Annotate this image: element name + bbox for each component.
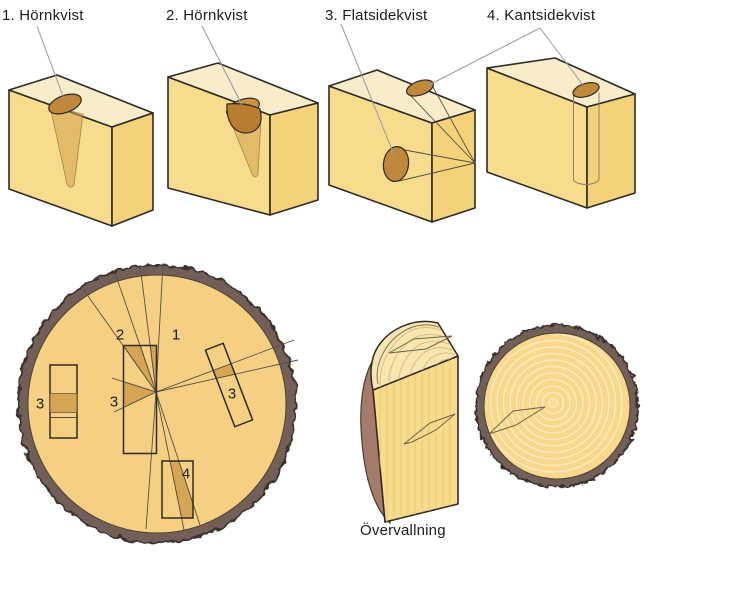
log-cross-section — [17, 262, 299, 544]
block-1-hornkvist — [8, 74, 154, 227]
block-1-side-face — [111, 112, 154, 227]
center-board-outline — [122, 344, 158, 455]
log-number-4: 4 — [181, 465, 191, 483]
leader-line-2 — [201, 25, 243, 106]
slab-front-knot-lens — [403, 413, 456, 445]
log-number-2: 2 — [115, 326, 125, 344]
slab-bark-rim-line — [376, 324, 440, 385]
slab-top-face — [370, 320, 459, 391]
leader-line-4b — [539, 27, 584, 86]
left-board-knot-band — [49, 393, 78, 413]
overgrowth-slab — [360, 320, 459, 525]
right-board-outline — [204, 342, 254, 428]
small-log-wood — [483, 332, 631, 480]
log-number-3-left: 3 — [35, 395, 45, 413]
leader-line-3 — [340, 23, 396, 158]
leader-line-1 — [36, 25, 65, 100]
block-2-knot-bulge — [226, 103, 262, 134]
block-1-knot-cone — [49, 105, 84, 188]
label-flatsidekvist: 3. Flatsidekvist — [325, 7, 428, 24]
bottom-board-outline — [161, 460, 194, 519]
leader-line-4a — [426, 27, 541, 87]
left-board — [49, 364, 78, 439]
block-3-side-face — [431, 109, 476, 223]
small-log-growth-rings — [485, 334, 623, 473]
bottom-board-cone-fill — [169, 461, 193, 518]
block-3-flatsidekvist — [328, 69, 476, 223]
label-kantsidekvist: 4. Kantsidekvist — [487, 7, 596, 24]
leader-lines — [36, 23, 584, 158]
log-number-1: 1 — [171, 326, 181, 344]
block-4-knot-oval — [572, 82, 600, 98]
slab-top-knot-lens — [388, 335, 453, 354]
overgrowth-caption: Övervallning — [360, 522, 446, 539]
block-3-cone-lines — [393, 86, 476, 182]
label-hornkvist-1: 1. Hörnkvist — [2, 7, 84, 24]
block-4-kantsidekvist — [486, 57, 636, 209]
block-2-side-face — [269, 102, 319, 216]
block-4-knot-cylinder — [573, 92, 600, 185]
block-2-hornkvist — [167, 62, 319, 216]
block-3-edge-knot-oval — [405, 79, 435, 97]
label-hornkvist-2: 2. Hörnkvist — [166, 7, 248, 24]
log-end-view — [475, 324, 639, 488]
log-number-3-right: 3 — [227, 385, 237, 403]
block-4-side-face — [586, 93, 636, 209]
log-number-3-center: 3 — [109, 393, 119, 411]
small-log-knot-lens — [488, 406, 546, 435]
block-1-knot-oval — [48, 93, 82, 115]
block-3-flat-knot-oval — [382, 145, 410, 183]
